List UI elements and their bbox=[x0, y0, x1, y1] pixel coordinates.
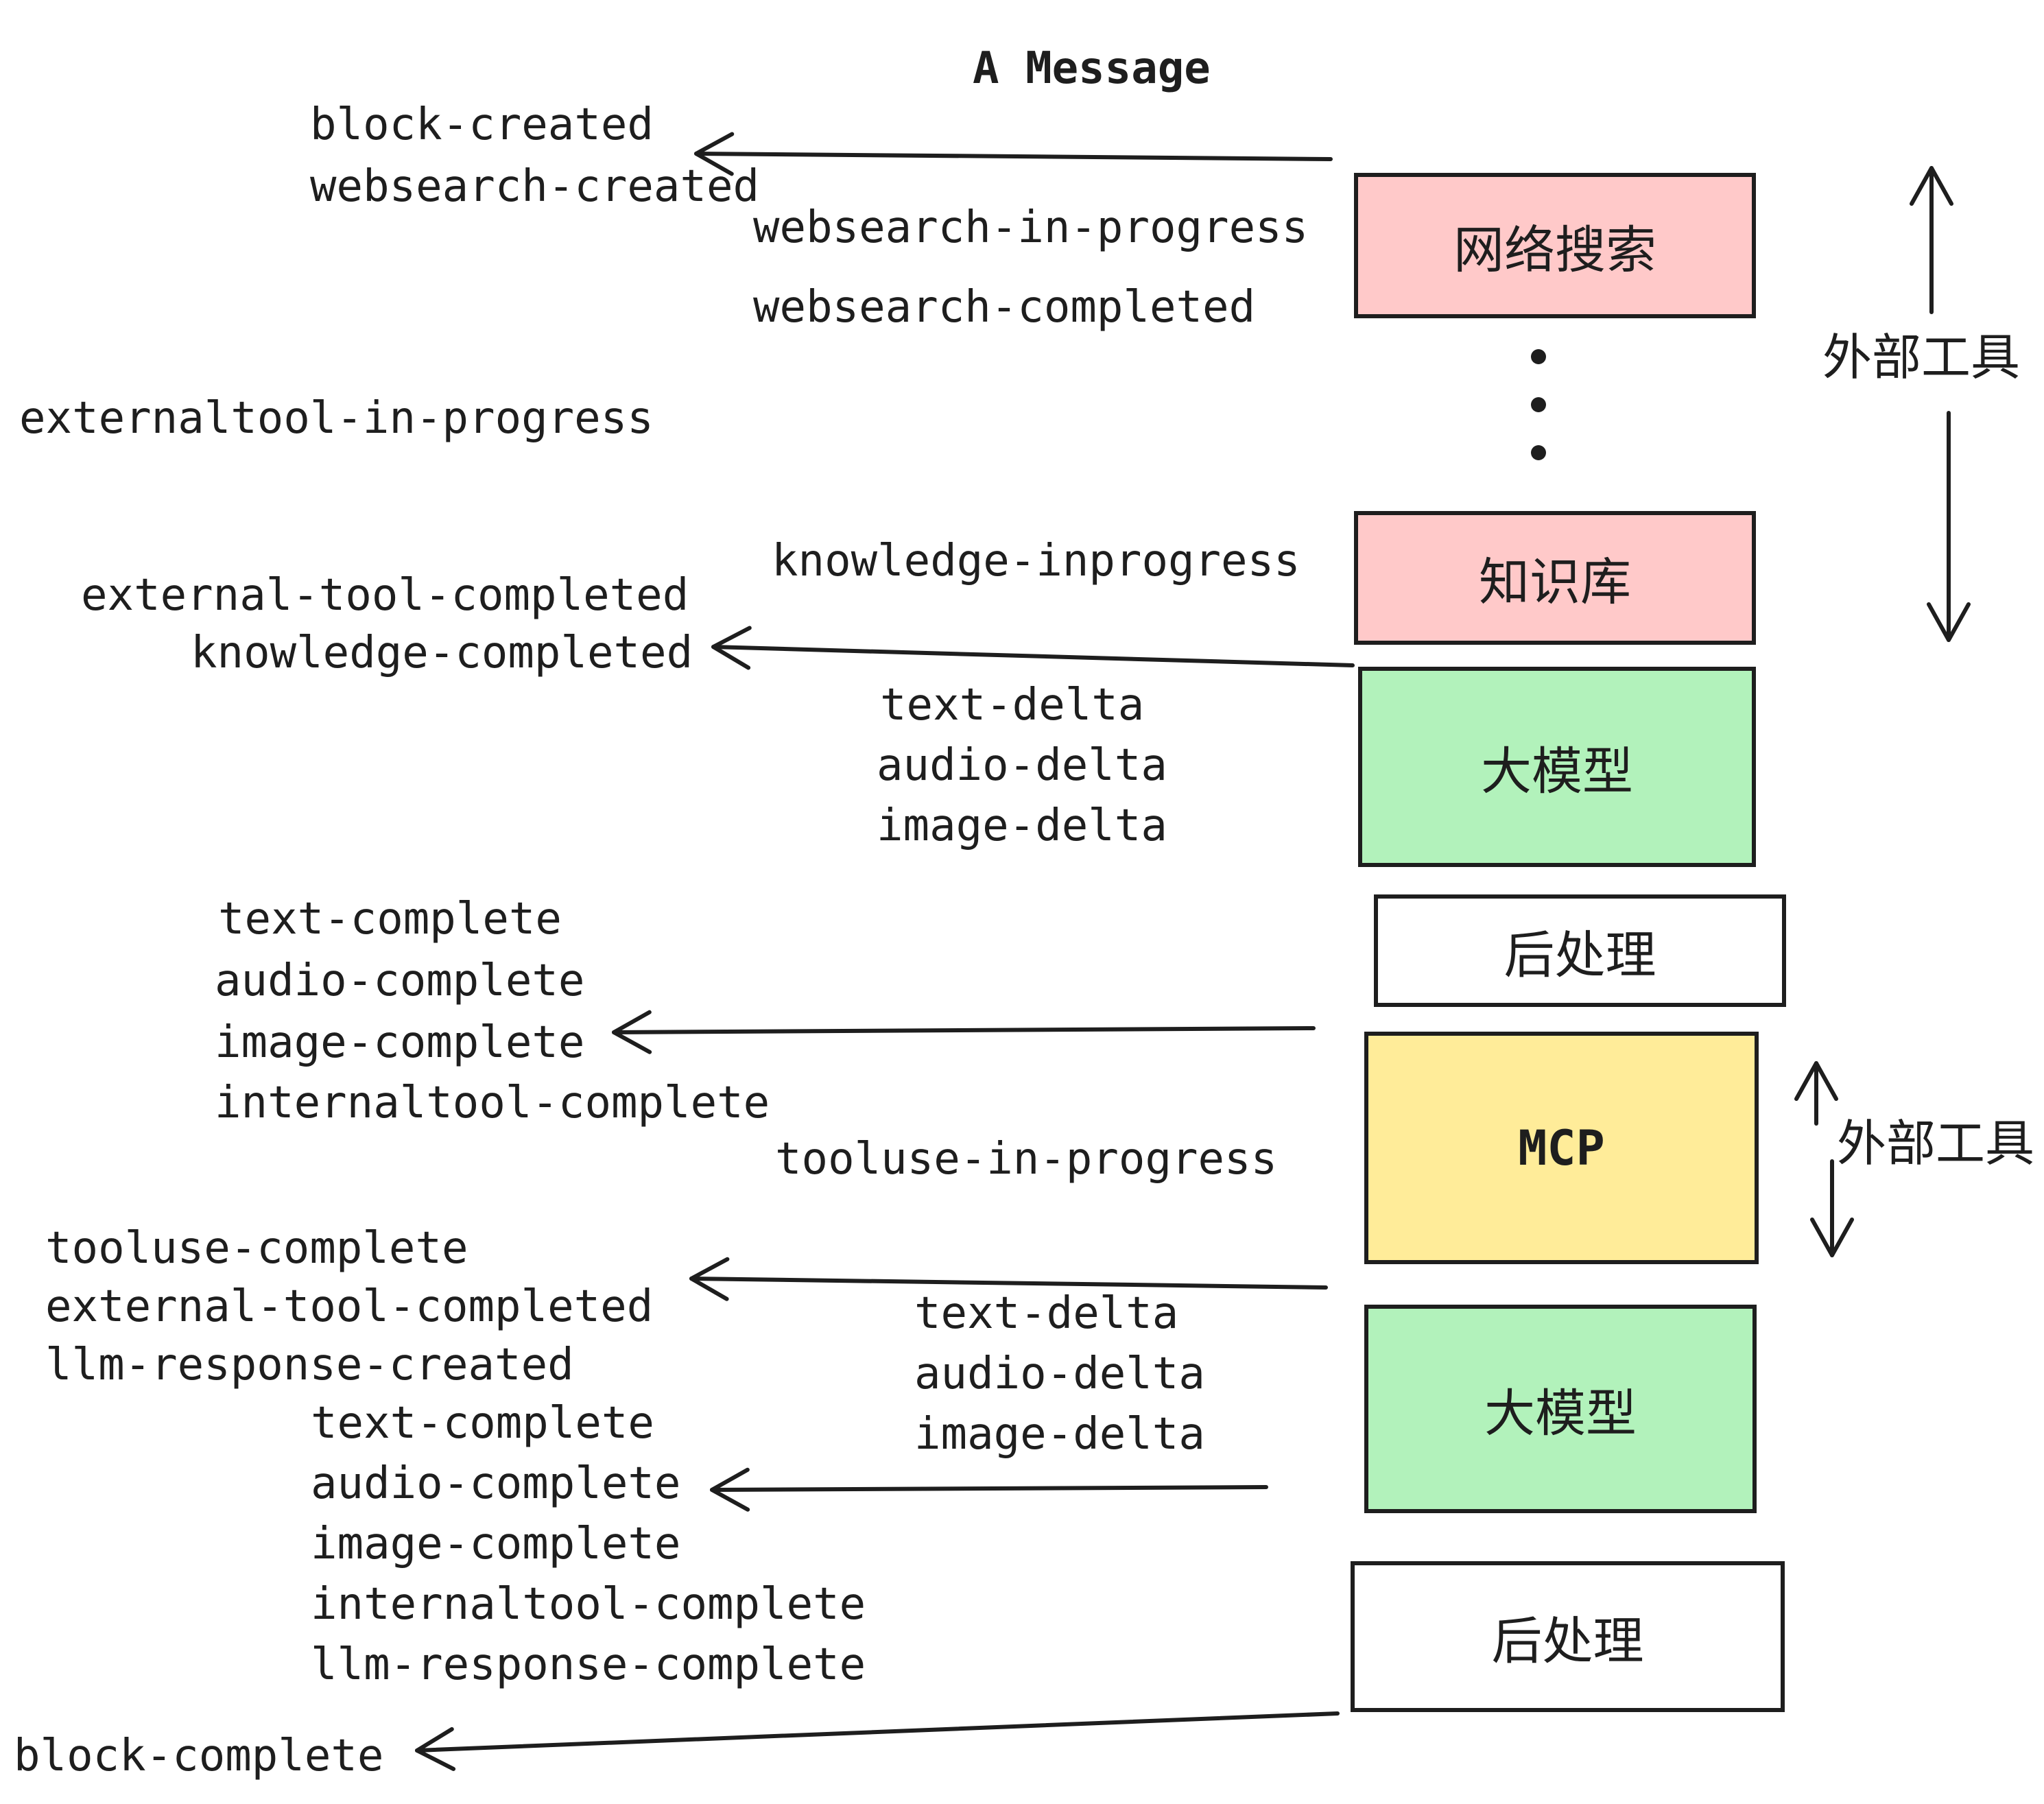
event-image-complete-2: image-complete bbox=[311, 1519, 681, 1569]
arrow-postprocess2-to-block-complete bbox=[415, 1711, 1340, 1771]
box-llm-2: 大模型 bbox=[1364, 1305, 1757, 1513]
event-audio-complete: audio-complete bbox=[215, 956, 585, 1006]
ellipsis-dot-1 bbox=[1531, 349, 1546, 364]
event-text-complete: text-complete bbox=[218, 894, 562, 945]
box-post-process-2-label: 后处理 bbox=[1491, 1612, 1644, 1670]
event-audio-complete-2: audio-complete bbox=[311, 1458, 681, 1509]
box-knowledge-base-label: 知识库 bbox=[1479, 554, 1631, 610]
box-llm-1-label: 大模型 bbox=[1481, 742, 1633, 800]
box-post-process-1: 后处理 bbox=[1374, 894, 1786, 1007]
box-web-search-label: 网络搜索 bbox=[1453, 221, 1656, 278]
event-image-complete: image-complete bbox=[215, 1017, 585, 1068]
event-external-tool-completed-2: external-tool-completed bbox=[45, 1281, 654, 1332]
event-websearch-created: websearch-created bbox=[310, 161, 760, 212]
box-llm-2-label: 大模型 bbox=[1484, 1384, 1637, 1442]
box-post-process-1-label: 后处理 bbox=[1504, 926, 1656, 984]
arrow-llm2-to-audio-complete bbox=[710, 1467, 1268, 1512]
event-block-complete: block-complete bbox=[14, 1731, 384, 1781]
event-audio-delta: audio-delta bbox=[877, 740, 1167, 791]
event-internaltool-complete: internaltool-complete bbox=[215, 1078, 770, 1128]
box-llm-1: 大模型 bbox=[1358, 667, 1756, 867]
event-block-created: block-created bbox=[310, 99, 654, 150]
box-mcp-label: MCP bbox=[1518, 1119, 1605, 1176]
arrow-websearch-to-block-created bbox=[693, 132, 1333, 176]
side-label-external-tools-2: 外部工具 bbox=[1837, 1117, 2035, 1172]
event-external-tool-completed: external-tool-completed bbox=[81, 570, 689, 621]
event-externaltool-in-progress: externaltool-in-progress bbox=[19, 393, 654, 444]
event-text-delta: text-delta bbox=[880, 680, 1145, 731]
side-label-external-tools-1: 外部工具 bbox=[1822, 331, 2021, 385]
event-llm-response-complete: llm-response-complete bbox=[311, 1639, 866, 1690]
event-audio-delta-2: audio-delta bbox=[914, 1349, 1205, 1399]
event-tooluse-in-progress: tooluse-in-progress bbox=[775, 1134, 1278, 1185]
event-websearch-completed: websearch-completed bbox=[753, 282, 1256, 333]
event-internaltool-complete-2: internaltool-complete bbox=[311, 1579, 866, 1630]
arrow-llm1-to-knowledge-completed bbox=[711, 626, 1355, 670]
arrow-postprocess1-to-image-complete bbox=[612, 1010, 1316, 1054]
event-image-delta: image-delta bbox=[877, 800, 1167, 851]
arrow-mcp-to-tooluse-complete bbox=[689, 1257, 1328, 1301]
box-knowledge-base: 知识库 bbox=[1354, 511, 1756, 645]
diagram-title: A Message bbox=[973, 43, 1211, 94]
event-text-delta-2: text-delta bbox=[914, 1288, 1179, 1339]
box-mcp: MCP bbox=[1364, 1032, 1759, 1264]
event-knowledge-inprogress: knowledge-inprogress bbox=[772, 536, 1300, 586]
box-post-process-2: 后处理 bbox=[1351, 1561, 1785, 1712]
event-llm-response-created: llm-response-created bbox=[45, 1340, 574, 1390]
box-web-search: 网络搜索 bbox=[1354, 173, 1756, 318]
event-websearch-in-progress: websearch-in-progress bbox=[753, 202, 1309, 253]
ellipsis-dot-3 bbox=[1531, 445, 1546, 460]
event-knowledge-completed: knowledge-completed bbox=[191, 628, 693, 678]
event-text-complete-2: text-complete bbox=[311, 1398, 654, 1449]
event-image-delta-2: image-delta bbox=[914, 1409, 1205, 1460]
event-tooluse-complete: tooluse-complete bbox=[45, 1223, 468, 1274]
ellipsis-dot-2 bbox=[1531, 397, 1546, 412]
